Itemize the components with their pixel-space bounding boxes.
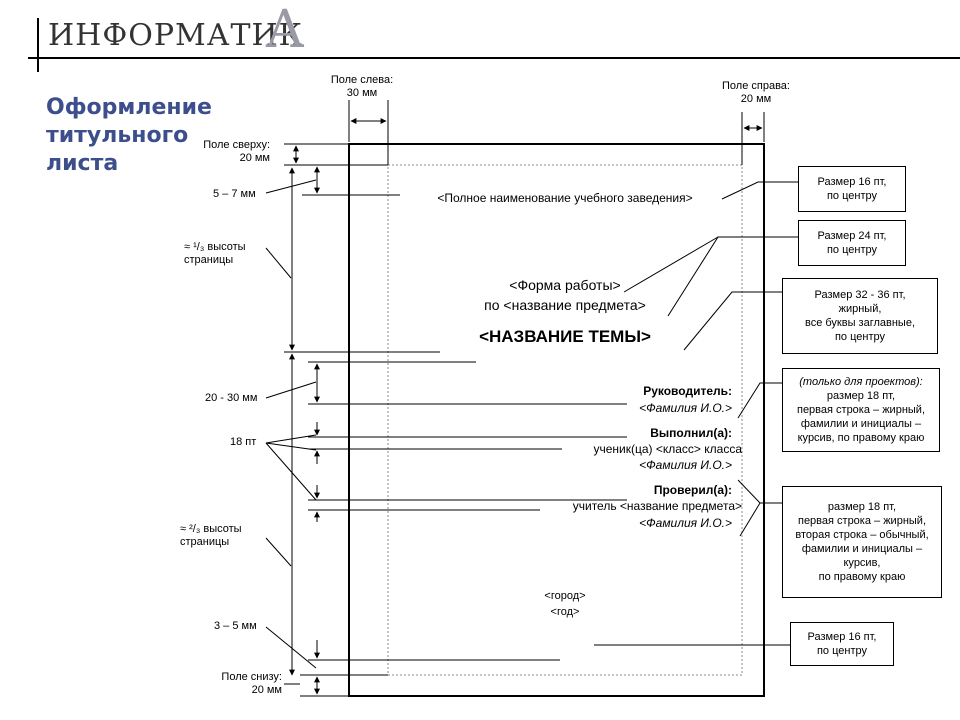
callout-projects-italic: (только для проектов):	[799, 376, 923, 388]
right-margin-marker	[741, 112, 765, 165]
callout-size16-top-line1: Размер 16 пт,	[817, 176, 887, 188]
left-margin-label-line2: 30 мм	[346, 87, 378, 99]
page-author-line: ученик(ца) <класс> класса	[593, 442, 742, 456]
page-checker-line: учитель <название предмета>	[572, 499, 742, 513]
page-city: <город>	[544, 590, 586, 602]
page-work-form: <Форма работы>	[509, 277, 621, 293]
callout-size32-line2: жирный,	[838, 303, 882, 315]
callout-size16-bottom: Размер 16 пт, по центру	[790, 622, 894, 666]
right-margin-label: Поле справа: 20 мм	[706, 80, 806, 106]
bottom-margin-label-line2: 20 мм	[251, 684, 282, 696]
page-author-name: <Фамилия И.О.>	[639, 458, 732, 472]
gap-bottom-marker	[265, 626, 560, 669]
top-margin-label-line1: Поле сверху:	[203, 139, 270, 151]
logo-letter: A	[266, 0, 304, 60]
callout-size32-line4: по центру	[834, 331, 886, 343]
callout-size16-bottom-line1: Размер 16 пт,	[807, 631, 877, 643]
callout-projects-line3: фамилии и инициалы –	[800, 418, 922, 430]
callout-size32-line3: все буквы заглавные,	[804, 317, 916, 329]
callout-size24-line1: Размер 24 пт,	[817, 230, 887, 242]
bottom-margin-marker	[284, 674, 388, 697]
right-margin-label-line2: 20 мм	[740, 93, 772, 105]
pt18-label: 18 пт	[230, 436, 257, 448]
bottom-margin-label: Поле снизу: 20 мм	[196, 671, 282, 697]
callout-size18-line6: по правому краю	[818, 571, 906, 583]
callout-projects-line2: первая строка – жирный,	[796, 404, 926, 416]
callout-projects-line1: размер 18 пт,	[826, 390, 896, 402]
logo-text: ИНФОРМАТИК	[48, 18, 303, 53]
gap-bottom-label: 3 – 5 мм	[214, 620, 257, 632]
callout-leaders	[594, 181, 798, 646]
right-margin-label-line1: Поле справа:	[722, 80, 790, 92]
callout-size16-top-line2: по центру	[826, 190, 878, 202]
page-topic: <НАЗВАНИЕ ТЕМЫ>	[479, 327, 651, 346]
gap-top-marker	[265, 166, 400, 196]
bottom-margin-label-line1: Поле снизу:	[221, 671, 282, 683]
gap-mid-label: 20 - 30 мм	[205, 392, 258, 404]
margin-area	[387, 164, 743, 676]
callout-projects: (только для проектов): размер 18 пт, пер…	[782, 368, 940, 452]
page-year: <год>	[550, 606, 580, 618]
two-thirds-marker	[265, 353, 295, 676]
third-label-line1: ≈ ¹/₃ высоты	[184, 241, 246, 253]
third-label-line2: страницы	[184, 254, 234, 266]
left-margin-marker	[348, 100, 389, 165]
page-checker-name: <Фамилия И.О.>	[639, 516, 732, 530]
third-label: ≈ ¹/₃ высоты страницы	[184, 241, 246, 267]
page-institution: <Полное наименование учебного заведения>	[437, 191, 693, 205]
callout-size32: Размер 32 - 36 пт, жирный, все буквы заг…	[782, 278, 938, 354]
page-frame	[348, 143, 765, 697]
callout-size18-line5: курсив,	[843, 557, 881, 569]
left-margin-label: Поле слева: 30 мм	[322, 74, 402, 100]
page-author-label: Выполнил(а):	[650, 426, 732, 440]
slide-title-line-2: титульного	[46, 123, 189, 148]
callout-size16-top: Размер 16 пт, по центру	[798, 166, 906, 212]
gap-top-label: 5 – 7 мм	[213, 188, 256, 200]
third-marker	[265, 167, 440, 353]
callout-size18-line3: вторая строка – обычный,	[795, 529, 929, 541]
two-thirds-label-line1: ≈ ²/₃ высоты	[180, 523, 242, 535]
slide-title: Оформление титульного листа	[46, 94, 226, 178]
callout-size24: Размер 24 пт, по центру	[798, 220, 906, 266]
top-margin-label: Поле сверху: 20 мм	[186, 139, 270, 165]
page-supervisor-label: Руководитель:	[643, 384, 732, 398]
page-subject: по <название предмета>	[484, 297, 646, 313]
gap-mid-marker	[265, 361, 627, 405]
page-supervisor-name: <Фамилия И.О.>	[639, 401, 732, 415]
page-checker-label: Проверил(а):	[653, 483, 732, 497]
top-margin-label-line2: 20 мм	[239, 152, 270, 164]
callout-size24-line2: по центру	[826, 244, 878, 256]
two-thirds-label-line2: страницы	[180, 536, 230, 548]
top-margin-marker	[284, 143, 388, 166]
callout-size32-line1: Размер 32 - 36 пт,	[814, 289, 906, 301]
left-margin-label-line1: Поле слева:	[330, 74, 394, 86]
callout-size18-line2: первая строка – жирный,	[797, 515, 927, 527]
slide-title-line-3: листа	[46, 151, 119, 176]
callout-size18-line4: фамилии и инициалы –	[801, 543, 923, 555]
callout-size18: размер 18 пт, первая строка – жирный, вт…	[782, 486, 942, 598]
callout-size18-line1: размер 18 пт,	[827, 501, 897, 513]
header-rule	[28, 18, 960, 72]
callout-size16-bottom-line2: по центру	[816, 645, 868, 657]
callout-projects-line4: курсив, по правому краю	[797, 432, 925, 444]
two-thirds-label: ≈ ²/₃ высоты страницы	[180, 523, 242, 549]
slide-title-line-1: Оформление	[46, 95, 212, 120]
